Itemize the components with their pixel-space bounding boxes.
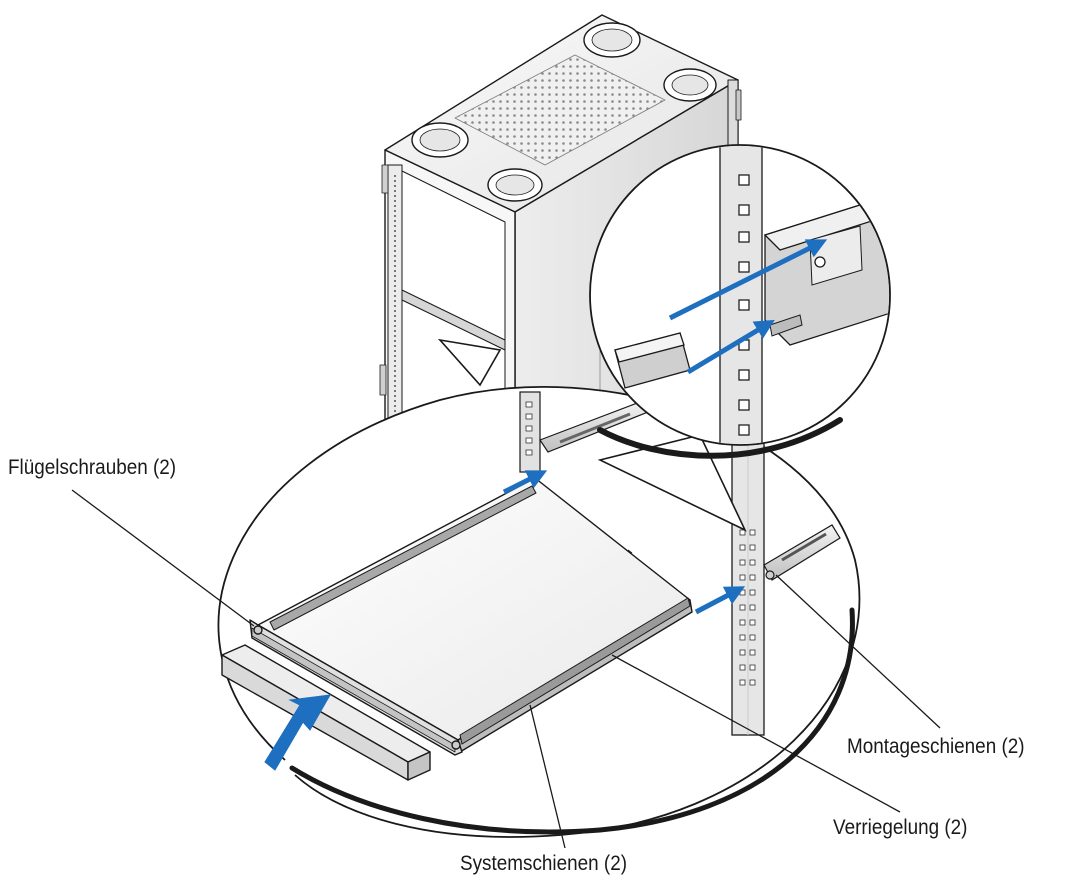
system-rail-right [459,597,691,745]
rack-top-vent [454,54,666,166]
detail-lower-rotation-arc [289,607,855,835]
thumbscrew-right [451,740,461,750]
zoom-insertion-arrow-upper [668,239,828,321]
zoom-rack-post [719,146,763,444]
leader-thumbscrews [71,489,255,627]
leader-mounting-rails [775,574,941,729]
rack-interior-shelf [401,289,506,351]
callout-mounting-rails: Montageschienen (2) [847,735,1025,758]
lower-callout-pointer [437,338,502,387]
callout-thumbscrews: Flügelschrauben (2) [8,456,177,479]
detail-view-upper [589,144,891,532]
server-chassis [249,477,693,756]
leader-latch [611,654,901,813]
callout-latch: Verriegelung (2) [833,816,968,839]
thumbscrew-left [253,625,263,635]
detail-rack-post-left [519,391,541,473]
insertion-arrow-left [502,470,548,495]
system-rail-left [269,485,537,631]
leader-lines [71,489,941,849]
detail-mounting-rail-near [763,524,841,581]
push-arrow [264,694,331,771]
callout-system-rails: Systemschienen (2) [460,852,628,875]
insertion-arrow-right [694,586,746,615]
zoom-insertion-arrow-lower [686,319,775,375]
leader-system-rails [529,704,566,849]
